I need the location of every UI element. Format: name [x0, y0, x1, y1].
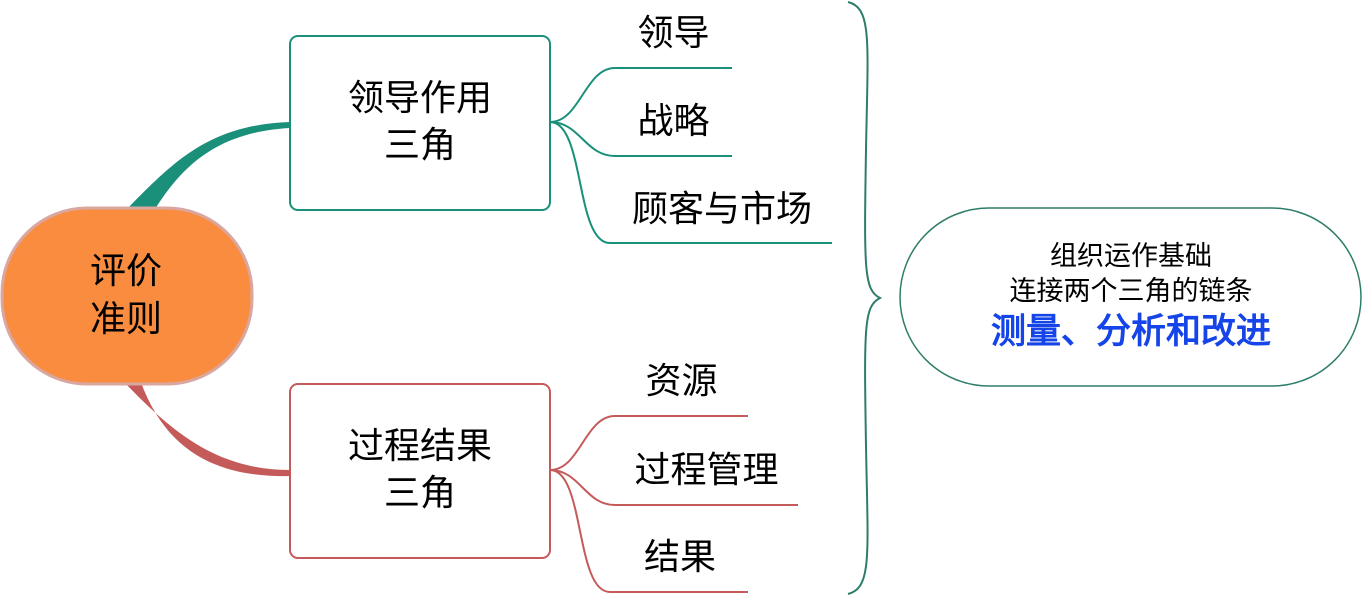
root-to-bottom-connector [122, 380, 290, 477]
root-node[interactable] [0, 206, 254, 386]
top-leaf-connector-3 [549, 121, 832, 244]
summary-line1: 组织运作基础 [1050, 240, 1212, 272]
root-label: 评价 准则 [0, 208, 252, 384]
summary-line2: 连接两个三角的链条 [1009, 276, 1253, 308]
root-to-top-connector [128, 122, 290, 214]
branch-bottom-line2: 三角 [383, 473, 456, 514]
leaf-guocheng-guanli[interactable]: 过程管理 [634, 450, 779, 491]
root-label-line1: 评价 [89, 251, 162, 293]
bottom-leaf-connector-2 [549, 469, 798, 506]
branch-bottom-label: 过程结果 三角 [290, 384, 550, 558]
branch-top-line1: 领导作用 [347, 78, 492, 120]
leaf-ziyuan[interactable]: 资源 [645, 361, 718, 402]
branch-top-line2: 三角 [383, 125, 456, 166]
branch-top-label: 领导作用 三角 [290, 36, 550, 210]
leaf-lingdao[interactable]: 领导 [637, 13, 710, 54]
summary-label: 组织运作基础 连接两个三角的链条 测量、分析和改进 [900, 208, 1362, 386]
leaf-jieguo[interactable]: 结果 [643, 537, 716, 578]
bottom-leaf-connector-3 [549, 469, 748, 593]
leaf-zhanlue[interactable]: 战略 [637, 101, 710, 142]
bottom-leaf-connector-1 [549, 415, 748, 471]
top-leaf-connector-2 [549, 121, 732, 157]
branch-bottom-line1: 过程结果 [347, 426, 492, 468]
summary-emphasis: 测量、分析和改进 [990, 311, 1271, 352]
leaf-guke-yu-shichang[interactable]: 顾客与市场 [631, 189, 812, 230]
top-leaf-connector-1 [549, 67, 732, 123]
root-label-line2: 准则 [89, 299, 162, 340]
summary-box [899, 207, 1362, 387]
curly-brace [847, 1, 883, 595]
